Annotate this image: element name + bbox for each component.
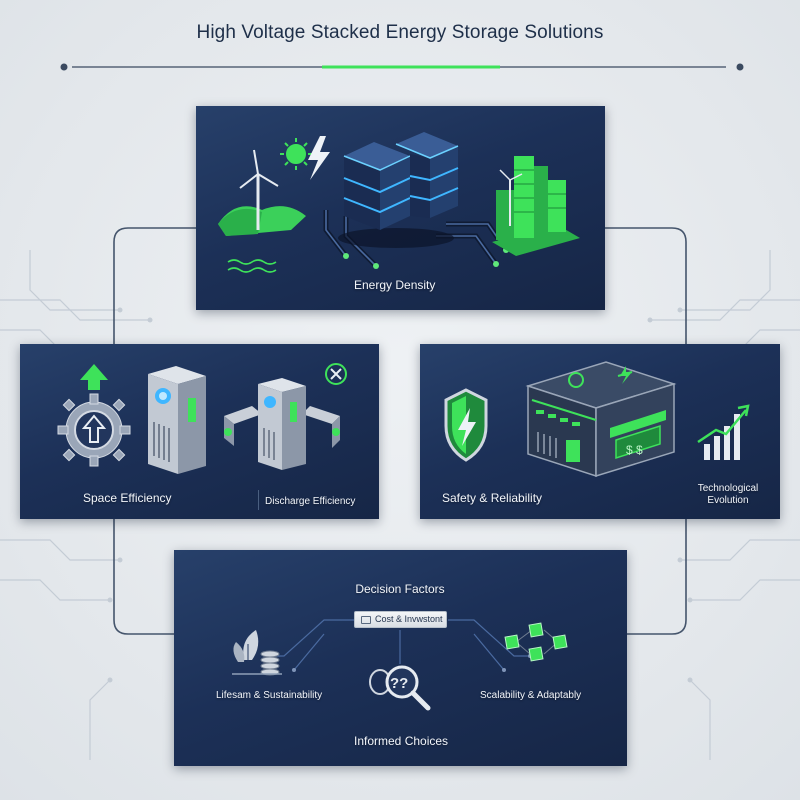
up-arrow-icon [80,364,108,390]
lifespan-sustainability-label: Lifesam & Sustainability [216,690,323,701]
decision-factors-title: Decision Factors [355,582,445,596]
city-buildings-icon [492,156,580,256]
shield-lightning-icon [444,388,488,462]
cubes-network-icon [504,622,568,662]
energy-density-panel: Energy Density [196,106,605,310]
decision-factors-panel: ?? Decision Factors Cost & Invwstont Lif… [174,550,627,766]
discharge-efficiency-label: Discharge Efficiency [265,496,356,507]
lightning-icon [308,136,330,180]
svg-text:??: ?? [390,675,408,692]
technological-evolution-label-line2: Evolution [707,495,749,506]
scalability-adaptability-label: Scalability & Adaptably [480,690,582,701]
gear-arrow-icon [57,393,131,467]
label-divider [258,490,259,510]
title-divider [60,63,744,71]
technological-evolution-label-line1: Technological [697,483,759,494]
cost-investment-label: Cost & Invwstont [375,614,443,624]
server-cabinet-icon [148,366,206,474]
battery-stack-icon [338,132,459,248]
cost-investment-tag: Cost & Invwstont [354,611,447,628]
question-magnifier-icon: ?? [369,665,431,711]
card-icon [361,616,371,624]
safety-reliability-label: Safety & Reliability [442,491,543,505]
connected-cabinet-icon [224,378,340,470]
space-efficiency-label: Space Efficiency [83,491,172,505]
svg-text:$ $: $ $ [626,443,643,457]
close-circle-icon [325,363,347,385]
battery-module-icon: $ $ [525,361,677,478]
page-title: High Voltage Stacked Energy Storage Solu… [196,22,604,43]
safety-reliability-panel: $ $ Safety & Reliability Technological E… [420,344,780,519]
sun-icon [280,138,312,170]
informed-choices-label: Informed Choices [354,734,449,748]
growth-chart-icon [697,404,750,460]
wind-turbine-icon [218,149,306,273]
leaf-coins-icon [232,630,282,676]
space-efficiency-panel: Space Efficiency Discharge Efficiency [20,344,379,519]
energy-density-label: Energy Density [354,278,436,292]
